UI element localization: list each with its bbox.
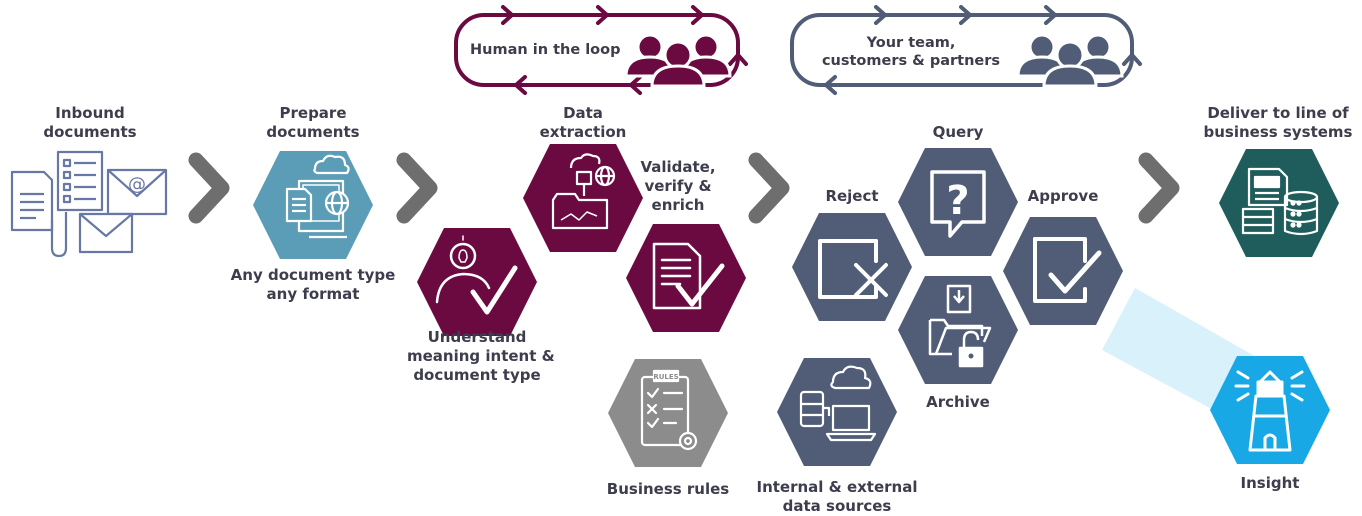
prepare-label: Prepare documents — [243, 104, 383, 142]
svg-text:RULES: RULES — [653, 373, 678, 381]
query-label-line-1: Query — [932, 123, 984, 141]
documents-mail-icon: @ — [10, 150, 168, 258]
sources-label-line-2: data sources — [782, 497, 892, 515]
chevron-icon — [748, 152, 790, 224]
document-cloud-web-icon — [285, 154, 350, 239]
deliver-hex — [1219, 149, 1339, 257]
approve-hex — [1003, 217, 1123, 325]
rules-label: Business rules — [588, 480, 748, 499]
extraction-label: Data extraction — [533, 104, 633, 142]
reject-x-icon — [818, 239, 888, 299]
document-server-icon — [1241, 167, 1319, 236]
rules-checklist-icon: RULES — [640, 369, 698, 451]
prepare-label-line-2: documents — [266, 123, 360, 141]
inbound-label: Inbound documents — [20, 104, 160, 142]
reject-label-line-1: Reject — [825, 187, 879, 205]
prepare-label-line-1: Prepare — [279, 104, 347, 122]
people-icon-team — [1016, 33, 1124, 88]
deliver-label: Deliver to line of business systems — [1196, 104, 1360, 142]
insight-label: Insight — [1230, 474, 1310, 493]
rules-label-line-1: Business rules — [606, 480, 730, 498]
understand-label-line-3: document type — [413, 366, 541, 384]
query-label: Query — [918, 123, 998, 142]
people-icon-human-loop — [624, 33, 732, 88]
validate-label-line-3: enrich — [651, 196, 705, 214]
approve-label: Approve — [1018, 187, 1108, 206]
team-loop-line-2: customers & partners — [821, 53, 1001, 69]
inbound-label-line-1: Inbound — [55, 104, 125, 122]
prepare-caption-line-2: any format — [266, 285, 360, 303]
sources-hex — [777, 358, 897, 466]
rules-hex: RULES — [608, 359, 728, 467]
understand-label: Understand meaning intent & document typ… — [407, 328, 555, 385]
extraction-label-line-2: extraction — [539, 123, 627, 141]
insight-hex — [1210, 356, 1330, 464]
team-loop-line-1: Your team, — [866, 35, 956, 51]
inbound-label-line-2: documents — [43, 123, 137, 141]
validate-label-line-2: verify & — [644, 177, 712, 195]
chevron-arrows — [188, 152, 1180, 224]
extraction-hex — [523, 144, 643, 252]
sources-label-line-1: Internal & external — [756, 478, 918, 496]
chevron-icon — [1138, 152, 1180, 224]
folder-lock-icon — [928, 284, 992, 368]
understand-hex — [417, 228, 537, 336]
validate-label-line-1: Validate, — [640, 158, 716, 176]
archive-label: Archive — [918, 393, 998, 412]
cloud-database-laptop-icon — [799, 365, 877, 442]
question-bubble-icon: ? — [930, 170, 986, 238]
svg-text:?: ? — [946, 178, 969, 224]
archive-hex — [898, 276, 1018, 384]
team-loop — [790, 5, 1142, 95]
deliver-label-line-2: business systems — [1203, 123, 1353, 141]
extraction-label-line-1: Data — [563, 104, 603, 122]
reject-label: Reject — [812, 187, 892, 206]
deliver-label-line-1: Deliver to line of — [1207, 104, 1349, 122]
chevron-icon — [396, 152, 438, 224]
human-loop-label: Human in the loop — [470, 42, 621, 58]
human-loop — [454, 5, 748, 95]
query-hex: ? — [898, 148, 1018, 256]
reject-hex — [792, 213, 912, 321]
folder-extract-icon — [551, 153, 616, 230]
insight-label-line-1: Insight — [1240, 474, 1300, 492]
prepare-hex — [253, 151, 373, 259]
understand-label-line-2: meaning intent & — [407, 347, 555, 365]
sources-label: Internal & external data sources — [752, 478, 922, 516]
document-check-icon — [652, 242, 725, 310]
chevron-icon — [188, 152, 230, 224]
svg-text:@: @ — [128, 174, 146, 195]
understand-label-line-1: Understand — [427, 328, 527, 346]
archive-label-line-1: Archive — [926, 393, 990, 411]
team-loop-label: Your team, customers & partners — [806, 34, 1016, 70]
person-idea-check-icon — [435, 235, 518, 315]
validate-label: Validate, verify & enrich — [628, 158, 728, 215]
validate-hex — [626, 224, 746, 332]
prepare-caption-line-1: Any document type — [230, 266, 396, 284]
approve-label-line-1: Approve — [1027, 187, 1099, 205]
prepare-caption: Any document type any format — [213, 266, 413, 304]
approve-check-icon — [1033, 237, 1102, 303]
lighthouse-icon — [1234, 370, 1306, 452]
